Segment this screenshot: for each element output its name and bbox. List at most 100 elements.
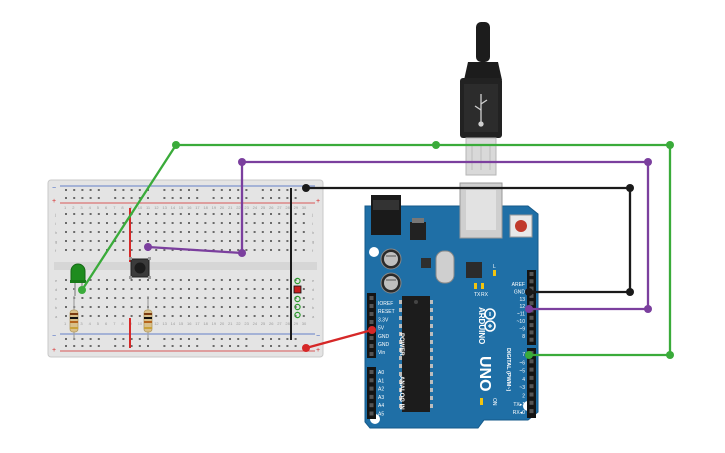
terminal-hole — [171, 306, 174, 308]
wire-black-endpoint[interactable] — [525, 288, 533, 296]
column-number: 29 — [294, 321, 299, 326]
header-pin-hole[interactable] — [369, 336, 374, 340]
wire-black[interactable] — [306, 186, 632, 294]
wire-green-bend[interactable] — [666, 141, 674, 149]
terminal-hole — [286, 297, 289, 299]
wire-green-bend[interactable] — [432, 141, 440, 149]
digital-pin-label: ~5 — [519, 369, 525, 375]
wire-purple-endpoint[interactable] — [144, 243, 152, 251]
terminal-hole — [212, 222, 215, 224]
wire-red-endpoint[interactable] — [368, 326, 376, 334]
rail-hole — [245, 338, 248, 340]
header-pin-hole[interactable] — [529, 375, 534, 380]
wire-green-bend[interactable] — [172, 141, 180, 149]
header-pin-hole[interactable] — [369, 411, 374, 416]
header-pin-hole[interactable] — [369, 304, 374, 308]
column-number: 10 — [138, 205, 143, 210]
header-pin-hole[interactable] — [369, 320, 374, 324]
reset-button[interactable] — [509, 214, 533, 238]
header-pin-hole[interactable] — [369, 352, 374, 356]
header-pin-hole[interactable] — [369, 378, 374, 383]
wire-purple-endpoint[interactable] — [525, 305, 533, 313]
analog-pin-label: A4 — [378, 403, 384, 409]
terminal-hole — [229, 297, 231, 299]
push-button[interactable] — [129, 257, 151, 279]
terminal-hole — [155, 249, 158, 251]
wire-green-endpoint[interactable] — [525, 351, 533, 359]
terminal-hole — [245, 249, 248, 251]
arduino-uno[interactable]: TX RX L ARDUINO UNO ON IOREFRESET3.3V5VG… — [364, 182, 539, 429]
header-pin-hole[interactable] — [529, 272, 534, 276]
wire-black-bend[interactable] — [626, 288, 634, 296]
header-pin-hole[interactable] — [529, 293, 534, 298]
terminal-hole — [130, 231, 133, 233]
wire-purple-bend[interactable] — [644, 158, 652, 166]
terminal-hole — [302, 297, 305, 299]
rail-hole — [81, 338, 84, 340]
rail-hole — [237, 197, 240, 199]
header-pin-hole[interactable] — [529, 330, 534, 335]
terminal-hole — [147, 288, 149, 290]
rail-hole — [188, 189, 190, 191]
resistor-led[interactable] — [69, 296, 79, 340]
header-pin-hole[interactable] — [529, 392, 534, 397]
header-pin-hole[interactable] — [529, 279, 534, 284]
terminal-hole — [106, 213, 108, 215]
header-pin-hole[interactable] — [529, 301, 534, 306]
column-number: 18 — [203, 321, 208, 326]
header-pin-hole[interactable] — [369, 344, 374, 348]
header-pin-hole[interactable] — [369, 403, 374, 408]
terminal-hole — [179, 279, 182, 281]
breadboard-column-numbers: 1122334455667788991010111112121313141415… — [64, 205, 307, 326]
terminal-hole — [204, 315, 207, 317]
wire-green-endpoint[interactable] — [78, 286, 86, 294]
terminal-hole — [212, 306, 215, 308]
usb-symbol-icon — [474, 94, 488, 127]
header-pin-hole[interactable] — [529, 384, 534, 389]
header-pin-hole[interactable] — [529, 359, 534, 364]
header-pin-hole[interactable] — [529, 323, 534, 328]
header-pin-hole[interactable] — [369, 296, 374, 300]
terminal-hole — [155, 297, 158, 299]
resistor-button[interactable] — [143, 296, 153, 340]
header-pin-hole[interactable] — [529, 400, 534, 405]
breadboard-small-component[interactable] — [293, 277, 302, 319]
rail-hole — [138, 197, 141, 199]
wire-red-endpoint[interactable] — [302, 344, 310, 352]
header-pin-hole[interactable] — [369, 394, 374, 399]
led[interactable] — [70, 263, 86, 296]
terminal-hole — [147, 231, 149, 233]
wire-red[interactable] — [305, 328, 373, 350]
header-pin-hole[interactable] — [529, 337, 534, 342]
wire-purple-bend[interactable] — [644, 305, 652, 313]
header-pin-hole[interactable] — [529, 286, 534, 291]
rail-hole — [196, 338, 199, 340]
column-number: 25 — [261, 321, 266, 326]
wire-purple[interactable] — [147, 160, 650, 311]
header-pin-hole[interactable] — [529, 367, 534, 372]
wire-purple-bend[interactable] — [238, 158, 246, 166]
terminal-hole — [261, 231, 264, 233]
terminal-hole — [253, 213, 256, 215]
wire-green-bend[interactable] — [666, 351, 674, 359]
wire-purple-bend[interactable] — [238, 249, 246, 257]
header-pin-hole[interactable] — [369, 370, 374, 374]
wire-black-bend[interactable] — [626, 184, 634, 192]
header-pin-hole[interactable] — [369, 312, 374, 316]
terminal-hole — [245, 231, 248, 233]
terminal-hole — [122, 240, 125, 242]
header-pin-hole[interactable] — [529, 315, 534, 320]
usb-cable[interactable] — [460, 22, 502, 176]
wire-black-endpoint[interactable] — [302, 184, 310, 192]
terminal-hole — [89, 213, 92, 215]
header-pin-hole[interactable] — [369, 386, 374, 391]
rail-hole — [81, 189, 84, 191]
terminal-hole — [122, 288, 125, 290]
terminal-hole — [89, 222, 92, 224]
digital-pin-label: 7 — [522, 352, 525, 358]
header-pin-hole[interactable] — [529, 409, 534, 414]
terminal-hole — [106, 231, 108, 233]
